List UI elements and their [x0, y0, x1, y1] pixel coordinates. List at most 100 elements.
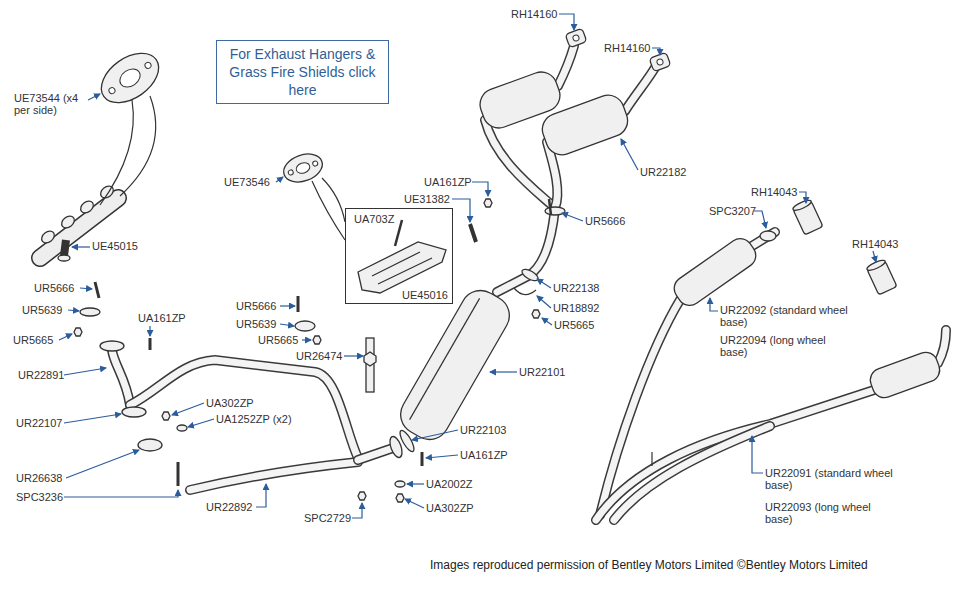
hanger-rubber: [649, 52, 671, 71]
callout-number: UR22092 (standard wheel base): [720, 304, 860, 328]
callout-number: UE73546: [224, 176, 270, 188]
manifold: [59, 214, 76, 230]
leader-line: [537, 279, 551, 288]
fastener: [95, 282, 99, 298]
leader-line: [710, 298, 718, 311]
callout-number: UR26474: [296, 350, 342, 362]
hanger-rubber: [649, 52, 671, 71]
callout-number: UR22182: [640, 166, 686, 178]
callout-number: RH14043: [852, 238, 898, 250]
exhaust-pipe: [190, 462, 358, 490]
callout-number: UA302ZP: [206, 397, 254, 409]
fastener: [295, 321, 315, 331]
leader-line: [66, 450, 139, 478]
callout-number: UR22093 (long wheel base): [765, 501, 883, 525]
gasket: [122, 407, 146, 417]
callout-number: UR5666: [585, 215, 625, 227]
muffler: [538, 91, 632, 160]
gasket: [312, 160, 318, 166]
fastener: [364, 352, 376, 366]
hanger-rubber: [792, 198, 813, 212]
exhaust-pipe: [752, 232, 775, 246]
leader-line: [64, 368, 106, 375]
callout-number: RH14043: [751, 186, 797, 198]
fastener: [396, 494, 404, 502]
fastener: [149, 338, 152, 350]
exhaust-pipe: [358, 448, 393, 460]
leader-line: [64, 490, 178, 497]
exhaust-pipe: [558, 46, 574, 86]
leader-line: [80, 288, 92, 289]
leader-line: [621, 139, 638, 170]
exhaust-pipe: [112, 350, 130, 405]
muffler: [393, 283, 516, 447]
leader-line: [280, 324, 294, 326]
heat-shield: [395, 220, 402, 246]
part-number: UE45016: [402, 289, 448, 301]
callout-number: UR22138: [553, 282, 599, 294]
leader-line: [452, 199, 470, 222]
callout-number: RH14160: [604, 42, 650, 54]
leader-line: [559, 14, 574, 30]
leader-line: [59, 334, 72, 340]
exhaust-pipe: [614, 426, 770, 520]
link-box: For Exhaust Hangers & Grass Fire Shields…: [216, 40, 389, 104]
fastener: [421, 452, 424, 466]
exhaust-pipe: [497, 208, 555, 292]
callout-number: UA161ZP: [460, 449, 508, 461]
leader-line: [68, 310, 79, 311]
exhaust-pipe: [190, 462, 358, 490]
fastener: [313, 336, 321, 344]
exhaust-pipe: [497, 208, 555, 292]
gasket: [116, 65, 143, 91]
gasket: [144, 61, 152, 69]
gasket: [92, 43, 416, 453]
callout-number: SPC2729: [304, 512, 351, 524]
gasket: [280, 149, 326, 187]
muffler: [670, 234, 761, 310]
exhaust-pipe: [130, 360, 358, 458]
hanger-rubber: [565, 28, 587, 47]
exhaust-pipe: [596, 390, 874, 520]
callout-number: UR5639: [236, 318, 276, 330]
leader-line: [407, 483, 424, 484]
leader-line: [188, 419, 214, 427]
hanger-rubber: [656, 58, 664, 66]
fastener: [470, 224, 476, 242]
callout-number: UR22103: [460, 424, 506, 436]
exhaust-pipe: [651, 452, 652, 466]
hanger-rubber: [792, 198, 823, 235]
exhaust-pipe: [938, 330, 946, 363]
exhaust-pipe: [112, 350, 130, 405]
callout-number: UA161ZP: [138, 312, 186, 324]
exhaust-pipe: [596, 390, 874, 520]
leader-line: [276, 177, 283, 182]
manifold: [64, 240, 66, 256]
leader-line: [88, 94, 100, 100]
callout-number: UR5665: [554, 319, 594, 331]
fastener: [532, 310, 540, 318]
callout-number: UA161ZP: [424, 176, 472, 188]
gasket: [322, 178, 345, 222]
link-text: For Exhaust Hangers & Grass Fire Shields…: [229, 45, 376, 99]
fastener: [549, 199, 551, 215]
fastener: [177, 425, 187, 431]
callout-number: UA2002Z: [426, 478, 472, 490]
gasket: [280, 149, 326, 187]
callout-number: SPC3236: [16, 491, 63, 503]
leader-line: [752, 436, 763, 473]
callout-number: UR22101: [519, 366, 565, 378]
exhaust-pipe: [130, 360, 358, 458]
callout-number: UR26638: [16, 472, 62, 484]
muffler: [410, 298, 480, 419]
exhaust-pipe: [614, 426, 770, 520]
callout-number: UR22892: [206, 501, 252, 513]
fastener: [484, 199, 492, 207]
gasket: [92, 43, 167, 112]
callout-number: UE73544 (x4 per side): [14, 92, 86, 116]
leader-line: [405, 499, 424, 508]
manifold: [39, 229, 56, 245]
heat-shield: [372, 252, 432, 284]
leader-line: [280, 305, 295, 306]
